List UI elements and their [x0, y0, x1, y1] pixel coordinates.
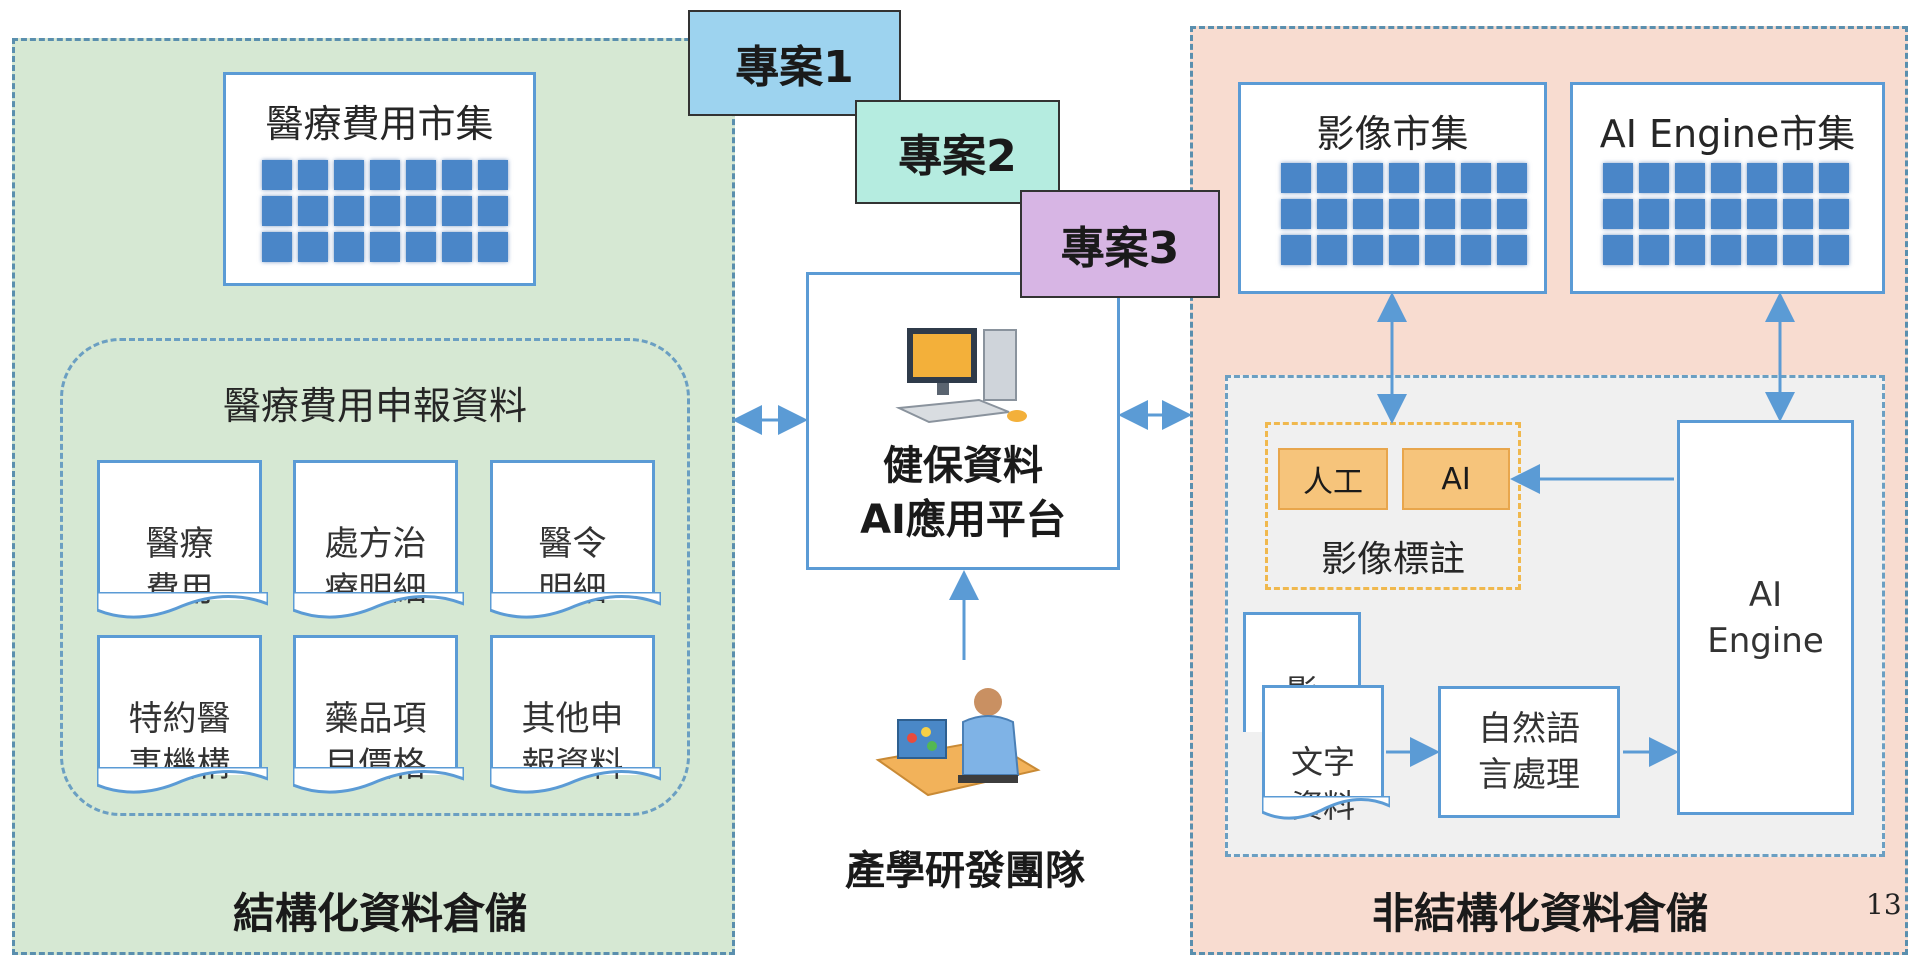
doc-medical-cost: 醫療 費用: [97, 460, 268, 619]
doc-wave-icon: [97, 592, 268, 619]
project-1: 專案1: [688, 10, 901, 116]
team-title: 產學研發團隊: [845, 848, 1085, 894]
data-mart-grid-icon: [262, 160, 508, 262]
ai-platform-box: 健保資料 AI應用平台: [806, 272, 1120, 570]
project-3: 專案3: [1020, 190, 1220, 298]
platform-line1: 健保資料: [883, 443, 1043, 489]
data-mart-grid-icon: [1603, 163, 1849, 265]
doc-wave-icon: [97, 767, 268, 794]
structured-warehouse-title: 結構化資料倉儲: [232, 889, 527, 938]
ai-engine-market-title: AI Engine市集: [1599, 112, 1856, 156]
medical-cost-market-title: 醫療費用市集: [265, 102, 494, 146]
claims-data-title: 醫療費用申報資料: [222, 384, 527, 428]
doc-contracted-institutions: 特約醫 事機構: [97, 635, 268, 794]
developer-team-icon: [875, 688, 1041, 797]
doc-wave-icon: [490, 592, 661, 619]
ai-engine-market: AI Engine市集: [1570, 82, 1885, 294]
image-annotation-label: 影像標註: [1320, 539, 1465, 580]
doc-prescription-details: 處方治 療明細: [293, 460, 464, 619]
platform-line2: AI應用平台: [860, 497, 1066, 543]
data-mart-grid-icon: [1281, 163, 1527, 265]
page-number: 13: [1866, 888, 1902, 921]
manual-annotation-tag: 人工: [1278, 448, 1388, 510]
doc-wave-icon: [293, 767, 464, 794]
doc-label: 其他申 報資料: [521, 699, 624, 785]
claims-data-group: [60, 338, 690, 816]
unstructured-warehouse-title: 非結構化資料倉儲: [1371, 889, 1708, 938]
doc-wave-icon: [293, 592, 464, 619]
doc-other-claims: 其他申 報資料: [490, 635, 661, 794]
computer-icon: [895, 328, 1027, 424]
doc-drug-prices: 藥品項 目價格: [293, 635, 464, 794]
ai-engine-box: AI Engine: [1677, 420, 1854, 815]
nlp-box: 自然語 言處理: [1438, 686, 1620, 818]
ai-annotation-tag: AI: [1402, 448, 1510, 510]
image-market-title: 影像市集: [1316, 112, 1469, 156]
medical-cost-market: 醫療費用市集: [223, 72, 536, 286]
doc-order-details: 醫令 明細: [490, 460, 661, 619]
project-2: 專案2: [855, 100, 1060, 204]
doc-text-data: 文字 資料: [1262, 685, 1390, 825]
image-market: 影像市集: [1238, 82, 1547, 294]
doc-label: 醫令 明細: [538, 524, 607, 610]
doc-wave-icon: [490, 767, 661, 794]
doc-wave-icon: [1262, 796, 1390, 820]
